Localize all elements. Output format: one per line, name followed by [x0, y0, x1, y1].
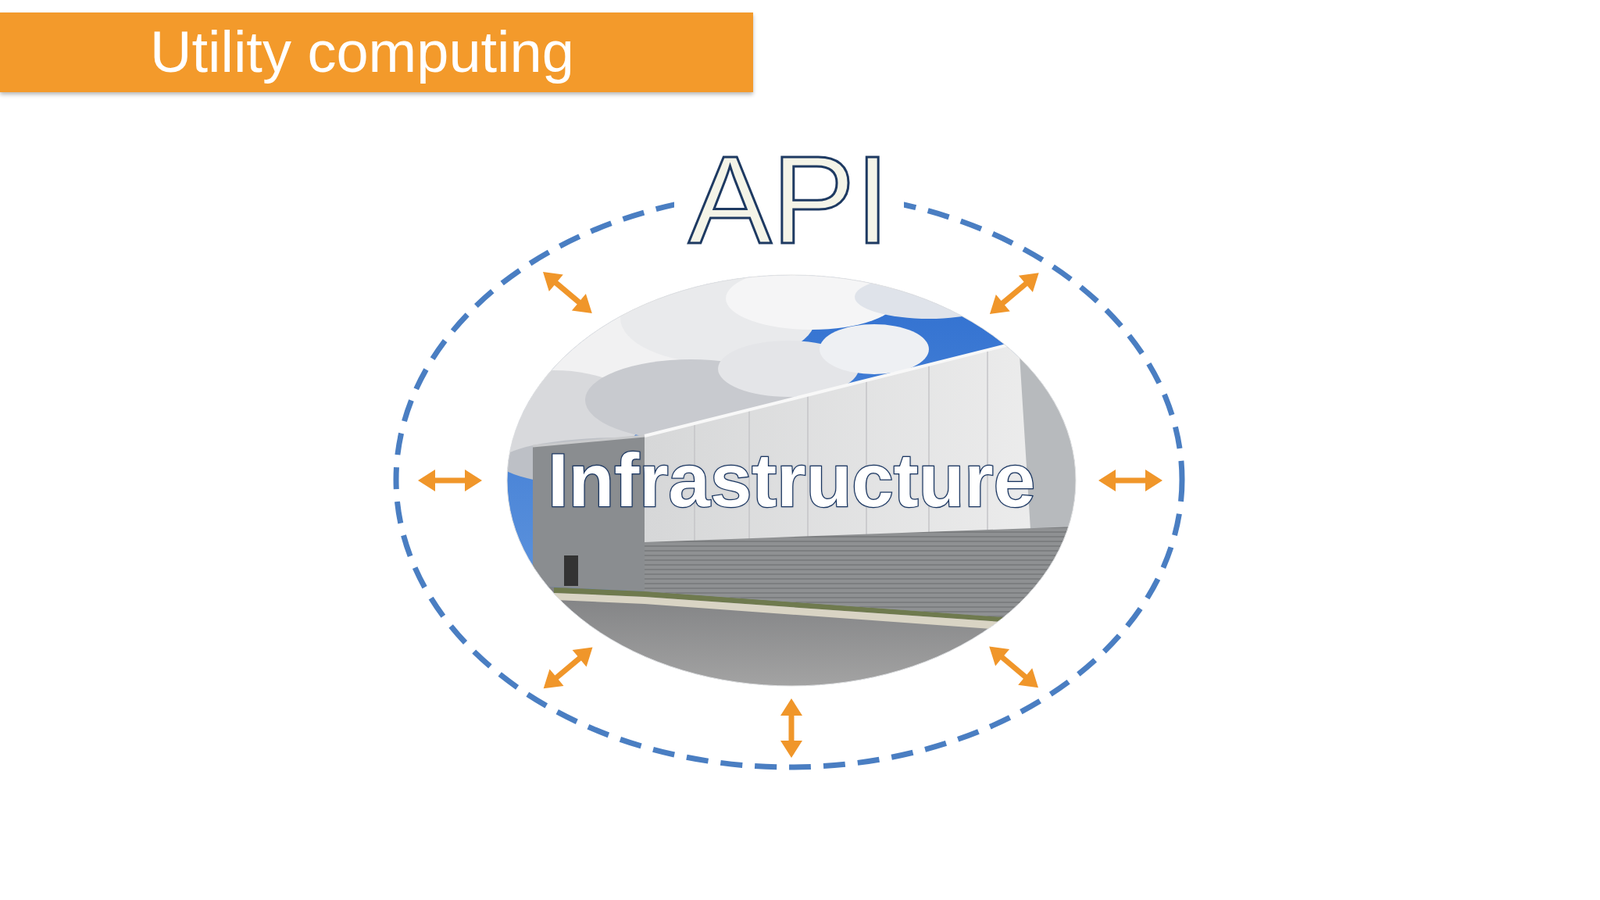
double-arrow — [989, 272, 1040, 315]
double-arrow — [989, 646, 1039, 689]
double-arrow — [542, 271, 593, 314]
double-arrow — [1098, 469, 1163, 492]
slide-title: Utility computing — [0, 12, 754, 93]
api-label: API — [674, 137, 904, 263]
infrastructure-core: Infrastructure — [507, 275, 1076, 686]
ellipse-border — [396, 192, 1183, 768]
api-boundary: APIInfrastructure — [392, 189, 1186, 771]
ellipse-border — [507, 275, 1076, 686]
double-arrow — [543, 647, 593, 690]
double-arrow — [417, 469, 483, 492]
title-bar: Utility computing — [0, 12, 754, 93]
double-arrow — [780, 698, 803, 758]
infrastructure-label: Infrastructure — [547, 439, 1036, 522]
api-label-holder: API — [392, 137, 1186, 263]
